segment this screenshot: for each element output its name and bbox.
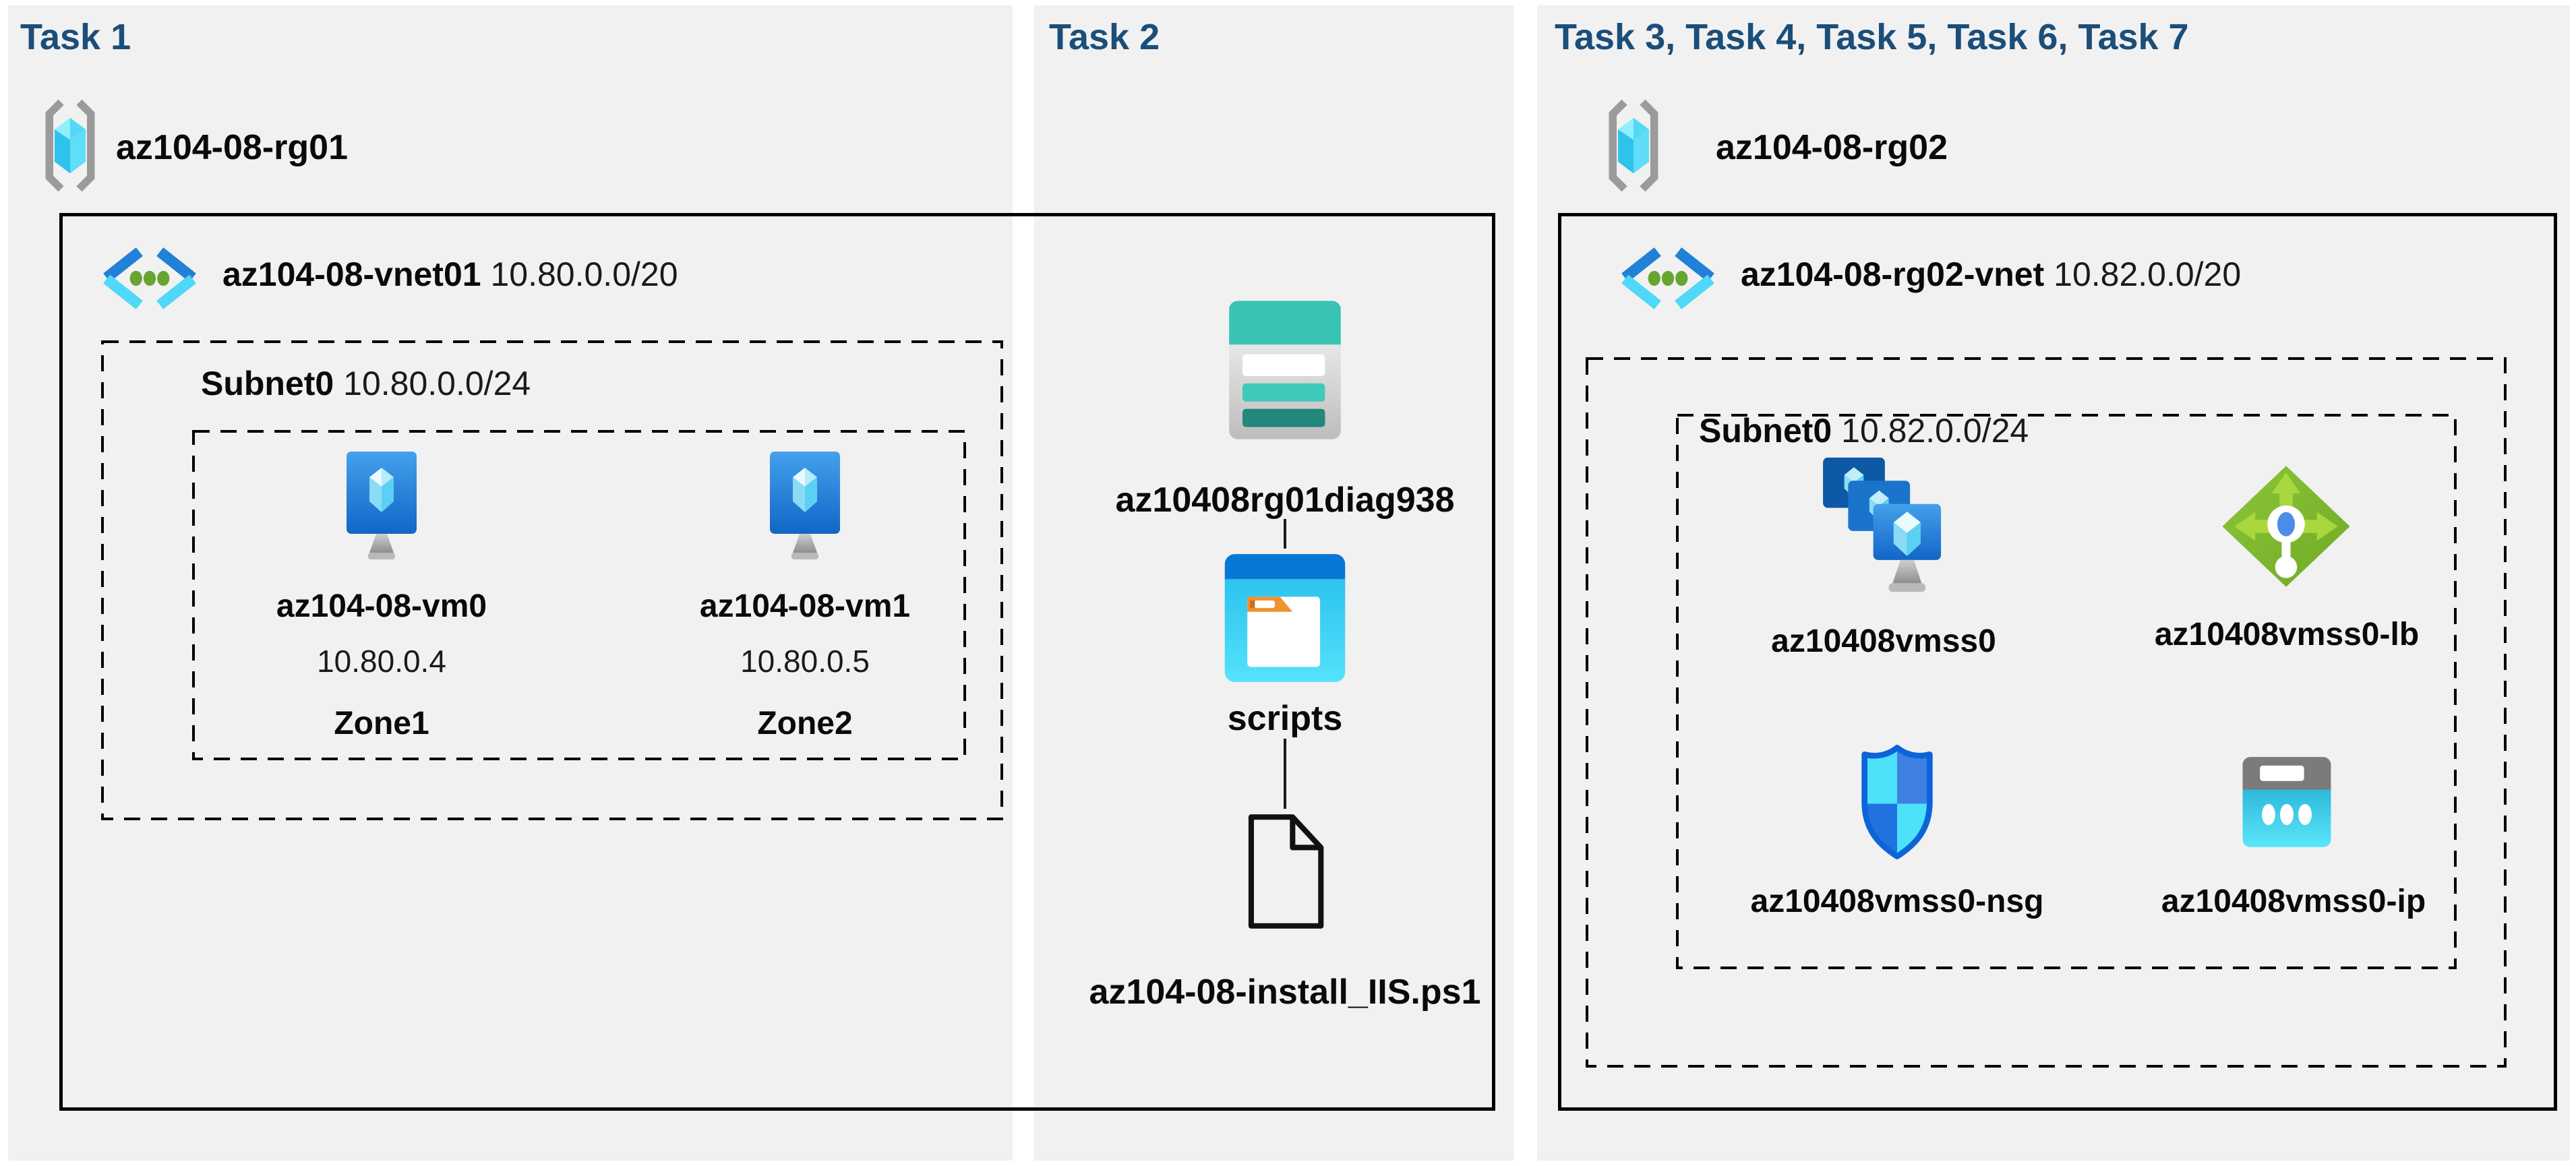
- task2-title: Task 2: [1049, 17, 1160, 57]
- load-balancer-icon: [2219, 464, 2353, 589]
- resource-group-icon: [38, 94, 102, 197]
- vnet1-cidr: 10.80.0.0/20: [490, 255, 678, 293]
- vnet2-name: az104-08-rg02-vnet: [1741, 255, 2045, 293]
- subnet2-label: Subnet0 10.82.0.0/24: [1699, 411, 2029, 450]
- blob-container-icon: [1222, 551, 1348, 685]
- subnet2-cidr: 10.82.0.0/24: [1841, 412, 2029, 450]
- resource-group-name: az104-08-rg01: [116, 128, 348, 167]
- subnet1-dashed-box: [101, 340, 1003, 820]
- vm1-name: az104-08-vm1: [699, 588, 911, 624]
- vnet2-boundary-box: [1558, 213, 2557, 1111]
- subnet1-name: Subnet0: [201, 365, 334, 402]
- resource-group-name: az104-08-rg02: [1716, 128, 1948, 167]
- vm0-name: az104-08-vm0: [276, 588, 487, 624]
- vm-group-dashed-box: [192, 430, 966, 760]
- resource-group-icon: [1601, 94, 1666, 197]
- vmss-name: az10408vmss0: [1771, 623, 1996, 659]
- subnet1-cidr: 10.80.0.0/24: [343, 365, 531, 402]
- task1-title: Task 1: [20, 17, 131, 57]
- vnet2-label: az104-08-rg02-vnet 10.82.0.0/20: [1741, 255, 2241, 294]
- subnet2-name: Subnet0: [1699, 412, 1832, 450]
- connector-storage-to-container: [1284, 519, 1286, 549]
- vnet1-boundary-box: [59, 213, 1495, 1111]
- connector-container-to-file: [1284, 739, 1286, 809]
- script-file-icon: [1242, 810, 1327, 933]
- storage-account-name: az10408rg01diag938: [1115, 481, 1455, 520]
- subnet1-label: Subnet0 10.80.0.0/24: [201, 364, 531, 403]
- vm0-zone: Zone1: [334, 706, 429, 741]
- virtual-machine-icon: [341, 449, 422, 565]
- public-ip-name: az10408vmss0-ip: [2161, 884, 2426, 919]
- nsg-shield-icon: [1855, 741, 1939, 863]
- vmss-icon: [1819, 456, 1947, 603]
- public-ip-icon: [2237, 754, 2337, 851]
- task3-title: Task 3, Task 4, Task 5, Task 6, Task 7: [1555, 17, 2189, 57]
- nsg-name: az10408vmss0-nsg: [1750, 884, 2044, 919]
- vnet1-label: az104-08-vnet01 10.80.0.0/20: [222, 255, 678, 294]
- vm1-ip: 10.80.0.5: [740, 644, 870, 679]
- virtual-network-icon: [1617, 241, 1719, 315]
- virtual-network-icon: [98, 241, 201, 315]
- vm1-zone: Zone2: [757, 706, 853, 741]
- vnet1-name: az104-08-vnet01: [222, 255, 481, 293]
- virtual-machine-icon: [765, 449, 845, 565]
- vmss-group-dashed-box: [1676, 414, 2457, 969]
- panel-task1: [8, 5, 1013, 1161]
- storage-account-icon: [1224, 294, 1346, 446]
- container-name: scripts: [1227, 699, 1343, 738]
- vnet2-cidr: 10.82.0.0/20: [2054, 255, 2242, 293]
- script-file-name: az104-08-install_IIS.ps1: [1089, 973, 1481, 1012]
- subnet2-dashed-box: [1586, 357, 2507, 1068]
- load-balancer-name: az10408vmss0-lb: [2154, 617, 2420, 652]
- vm0-ip: 10.80.0.4: [317, 644, 446, 679]
